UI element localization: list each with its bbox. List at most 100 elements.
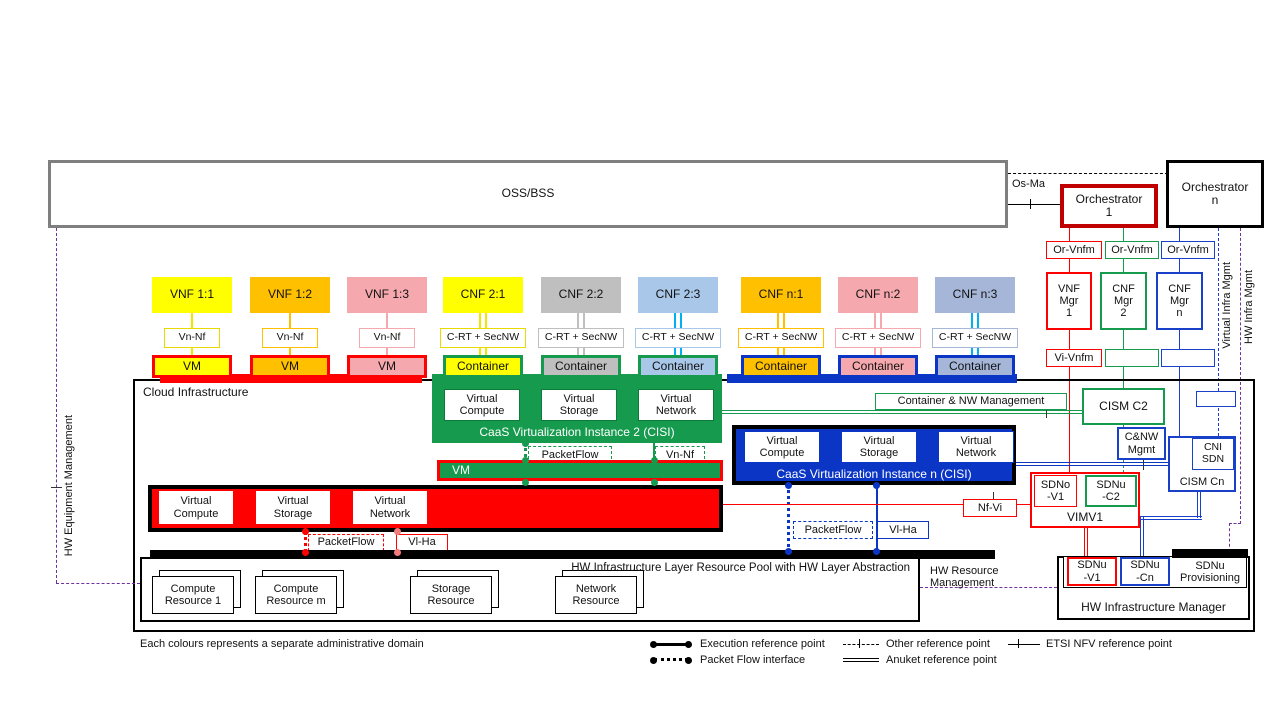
- nf-ref-box: C-RT + SecNW: [440, 328, 526, 348]
- nf-title-box: CNF 2:2: [541, 277, 621, 313]
- sdnu-cn-box: SDNu -Cn: [1120, 557, 1170, 586]
- caasn-virtual-storage: Virtual Storage: [841, 431, 917, 463]
- nf-ref-box: C-RT + SecNW: [538, 328, 624, 348]
- container-nw-tick: [1046, 406, 1047, 418]
- sdnu-cn-blue-line: [1140, 516, 1144, 556]
- blue-dot-3: [873, 482, 880, 489]
- iaas-vm-bar-red: [160, 374, 422, 383]
- green-dot-5: [651, 479, 658, 486]
- resource-box: Network Resource: [555, 576, 637, 614]
- legend-exec-line: [654, 643, 688, 646]
- nf-title-box: CNF n:1: [741, 277, 821, 313]
- resource-box: Storage Resource: [410, 576, 492, 614]
- hw-infra-mgmt-label: HW Infra Mgmt: [1243, 270, 1255, 344]
- cnw-mgmt-box: C&NW Mgmt: [1117, 427, 1166, 460]
- sdno-v1-box: SDNo -V1: [1034, 475, 1077, 507]
- cismcn-left-blue-line: [1140, 516, 1202, 520]
- caasn-bar-blue: [727, 374, 1017, 383]
- hw-resource-mgmt-label: HW Resource Management: [930, 565, 999, 589]
- nf-runtime-box: VM: [250, 355, 330, 378]
- green-dot-4: [651, 457, 658, 464]
- nf-vi-tick: [993, 492, 994, 501]
- legend-other-tick: [859, 639, 860, 648]
- nf-runtime-box: Container: [741, 355, 821, 378]
- legend-packet-line: [654, 658, 688, 661]
- resource-box: Compute Resource m: [255, 576, 337, 614]
- sdnu-provisioning-bar: [1172, 549, 1248, 558]
- green-dot-1: [522, 440, 529, 447]
- nf-runtime-box: Container: [935, 355, 1015, 378]
- iaas-packetflow-line: [304, 532, 307, 552]
- or-vnfm-box-red: Or-Vnfm: [1046, 241, 1102, 259]
- legend-exec-label: Execution reference point: [700, 638, 825, 650]
- iaas-packetflow-box: PacketFlow: [308, 534, 384, 551]
- hw-abstraction-bar: [150, 550, 995, 559]
- cloud-infrastructure-label: Cloud Infrastructure: [143, 385, 249, 399]
- caasn-cism-tick: [1143, 458, 1144, 470]
- oss-bss-box: OSS/BSS: [48, 160, 1008, 228]
- iaas-virtual-storage: Virtual Storage: [255, 490, 331, 525]
- sdnu-v1-box: SDNu -V1: [1067, 557, 1117, 586]
- nf-ref-box: C-RT + SecNW: [738, 328, 824, 348]
- caasn-packetflow-line: [787, 485, 790, 552]
- ref-box-blue-small-empty: [1196, 391, 1236, 407]
- os-ma-label: Os-Ma: [1012, 178, 1045, 190]
- red-dot-2: [302, 549, 309, 556]
- iaas-virtual-compute: Virtual Compute: [158, 490, 234, 525]
- hw-pool-caption: HW Infrastructure Layer Resource Pool wi…: [571, 562, 910, 574]
- admin-domain-note: Each colours represents a separate admin…: [140, 638, 424, 650]
- legend-anuket-label: Anuket reference point: [886, 654, 997, 666]
- caas2-virtual-compute: Virtual Compute: [444, 389, 520, 421]
- cismcn-down-blue-line: [1197, 492, 1201, 518]
- legend-other-line: [843, 644, 879, 645]
- caas2-virtual-network: Virtual Network: [638, 389, 714, 421]
- or-vnfm-box-blue: Or-Vnfm: [1161, 241, 1215, 259]
- ref-box-blue-empty: [1161, 349, 1215, 367]
- legend-packet-label: Packet Flow interface: [700, 654, 806, 666]
- orchestrator-1-box: Orchestrator 1: [1060, 184, 1158, 228]
- legend-exec-dot-left: [650, 641, 657, 648]
- virtual-infra-mgmt-label: Virtual Infra Mgmt: [1221, 262, 1233, 349]
- nf-vi-box: Nf-Vi: [963, 499, 1017, 517]
- container-nw-mgmt-box: Container & NW Management: [875, 393, 1067, 410]
- nf-runtime-box: Container: [443, 355, 523, 378]
- nf-ref-box: C-RT + SecNW: [932, 328, 1018, 348]
- caasn-vlha-line: [876, 485, 878, 552]
- red-dot-1: [302, 528, 309, 535]
- os-ma-tick: [1030, 199, 1031, 209]
- blue-dot-1: [785, 482, 792, 489]
- nf-title-box: CNF 2:3: [638, 277, 718, 313]
- nf-vi-line: [723, 504, 1030, 505]
- hw-infra-mgmt-dashed-jog: [1229, 523, 1241, 524]
- iaas-virtual-network: Virtual Network: [352, 490, 428, 525]
- nf-title-box: CNF n:2: [838, 277, 918, 313]
- resource-box: Compute Resource 1: [152, 576, 234, 614]
- caasn-vlha-box: Vl-Ha: [877, 521, 929, 539]
- hw-equipment-dashed-line: [56, 228, 57, 583]
- cism-c2-box: CISM C2: [1082, 388, 1165, 425]
- legend-packet-dot-left: [650, 657, 657, 664]
- hw-infra-mgmt-dashed-line: [1240, 228, 1241, 524]
- caas2-bar-green: [432, 374, 722, 383]
- iaas-box: [148, 485, 723, 532]
- caasn-packetflow-box: PacketFlow: [793, 521, 873, 539]
- legend-etsi-tick: [1018, 639, 1019, 648]
- sdnu-provisioning-label: SDNu Provisioning: [1180, 559, 1240, 584]
- nf-ref-box: Vn-Nf: [359, 328, 415, 348]
- hw-equipment-dashed-bottom: [56, 583, 140, 584]
- legend-packet-dot-right: [685, 657, 692, 664]
- hw-resource-mgmt-dashed-line: [920, 587, 1057, 588]
- orchestrator-n-box: Orchestrator n: [1166, 160, 1264, 228]
- pink-dot-2: [394, 549, 401, 556]
- or-vnfm-box-green: Or-Vnfm: [1105, 241, 1159, 259]
- nf-runtime-box: Container: [838, 355, 918, 378]
- nf-title-box: VNF 1:2: [250, 277, 330, 313]
- nf-runtime-box: Container: [638, 355, 718, 378]
- orvnfm-line-blue: [1179, 228, 1180, 436]
- nf-runtime-box: Container: [541, 355, 621, 378]
- sdnu-c2-box: SDNu -C2: [1085, 475, 1137, 507]
- hw-equipment-tick: [51, 487, 62, 488]
- cnf-mgr-2-box: CNF Mgr 2: [1100, 272, 1147, 330]
- legend-anuket-line: [843, 658, 879, 662]
- green-dot-2: [522, 457, 529, 464]
